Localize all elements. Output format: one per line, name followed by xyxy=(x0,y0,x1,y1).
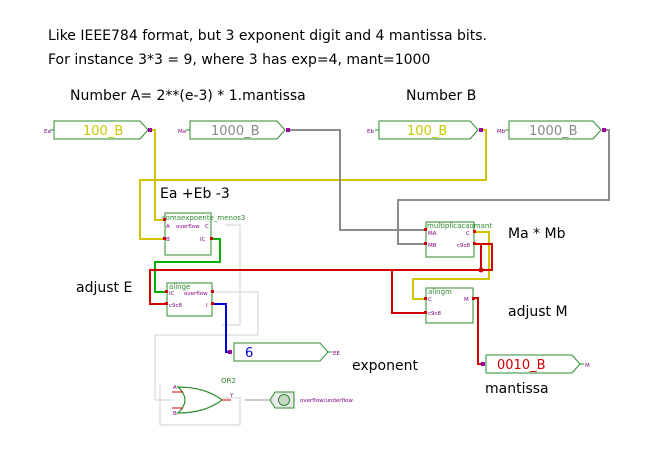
pin-value-ea: 100_B xyxy=(83,124,123,139)
note-adjust-e: adjust E xyxy=(76,280,132,296)
pout-value-exponent: 6 xyxy=(245,346,253,361)
output-pin-mantissa[interactable]: 0010_B M xyxy=(481,354,590,374)
block-multiplicacao-mant[interactable]: multiplicacaomant MA C MB c9c8 xyxy=(424,221,492,258)
pout-label-exponent: EE xyxy=(333,351,340,357)
wire-junction xyxy=(478,267,484,273)
mult-pin-ma: MA xyxy=(428,231,437,237)
input-pin-mb[interactable]: Mb 1000_B xyxy=(497,120,606,140)
note-number-a: Number A= 2**(e-3) * 1.mantissa xyxy=(70,88,306,104)
input-pin-eb[interactable]: Eb 100_B xyxy=(367,120,483,140)
block-alinge[interactable]: alinge IC overflow c9c8 I xyxy=(165,282,214,317)
or2-pin-a: A xyxy=(173,385,177,391)
note-adjust-m: adjust M xyxy=(508,304,568,320)
alingm-pin-m: M xyxy=(464,297,469,303)
note-ea-eb: Ea +Eb -3 xyxy=(160,186,230,202)
pin-label-mb: Mb xyxy=(497,129,506,135)
output-pin-exponent[interactable]: 6 EE xyxy=(228,342,340,362)
block-soma-expoente[interactable]: somaexpoente_menos3 A overflow C B IC xyxy=(162,212,245,256)
alinge-pin-i: I xyxy=(206,303,208,309)
note-mantissa: mantissa xyxy=(485,381,549,397)
block-mult-title: multiplicacaomant xyxy=(427,222,492,230)
pout-label-mantissa: M xyxy=(585,363,590,369)
pin-label-ea: Ea xyxy=(44,129,51,135)
or2-title: OR2 xyxy=(221,377,236,385)
pin-value-eb: 100_B xyxy=(407,124,447,139)
pin-label-eb: Eb xyxy=(367,129,374,135)
block-soma-title: somaexpoente_menos3 xyxy=(162,214,245,222)
block-alingm-title: alingm xyxy=(428,288,452,296)
input-pin-ea[interactable]: Ea 100_B xyxy=(44,120,152,140)
pin-value-mb: 1000_B xyxy=(529,124,578,139)
soma-pin-b: B xyxy=(166,237,170,243)
block-alinge-title: alinge xyxy=(169,283,190,291)
soma-pin-a: A xyxy=(166,224,170,230)
mult-pin-c: C xyxy=(466,231,470,237)
soma-pin-overflow: overflow xyxy=(176,224,200,230)
output-led-overflow[interactable]: overflow/underflow xyxy=(269,391,353,409)
background-wires xyxy=(154,224,259,426)
pin-label-ma: Ma xyxy=(178,129,186,135)
alinge-pin-c9c8: c9c8 xyxy=(169,303,183,309)
or2-pin-b: B xyxy=(173,411,177,417)
pout-value-mantissa: 0010_B xyxy=(497,358,546,373)
input-pin-ma[interactable]: Ma 1000_B xyxy=(178,120,290,140)
alinge-pin-overflow: overflow xyxy=(184,291,208,297)
led-label-overflow: overflow/underflow xyxy=(300,398,353,404)
alingm-pin-c: C xyxy=(428,297,432,303)
soma-pin-c: C xyxy=(205,224,209,230)
mult-pin-c9c8: c9c8 xyxy=(457,243,471,249)
pin-value-ma: 1000_B xyxy=(211,124,260,139)
led-icon xyxy=(278,394,290,406)
block-alingm[interactable]: alingm C M c9c8 xyxy=(424,287,475,324)
note-number-b: Number B xyxy=(406,88,476,104)
alinge-pin-ic: IC xyxy=(169,291,175,297)
alingm-pin-c9c8: c9c8 xyxy=(428,311,442,317)
gate-or2[interactable]: OR2 A B Y xyxy=(172,377,236,417)
note-format: Like IEEE784 format, but 3 exponent digi… xyxy=(48,28,487,44)
or2-pin-y: Y xyxy=(229,393,234,399)
note-example: For instance 3*3 = 9, where 3 has exp=4,… xyxy=(48,52,430,68)
note-ma-mb: Ma * Mb xyxy=(508,226,566,242)
soma-pin-ic: IC xyxy=(200,237,206,243)
mult-pin-mb: MB xyxy=(428,243,437,249)
note-exponent: exponent xyxy=(352,358,418,374)
